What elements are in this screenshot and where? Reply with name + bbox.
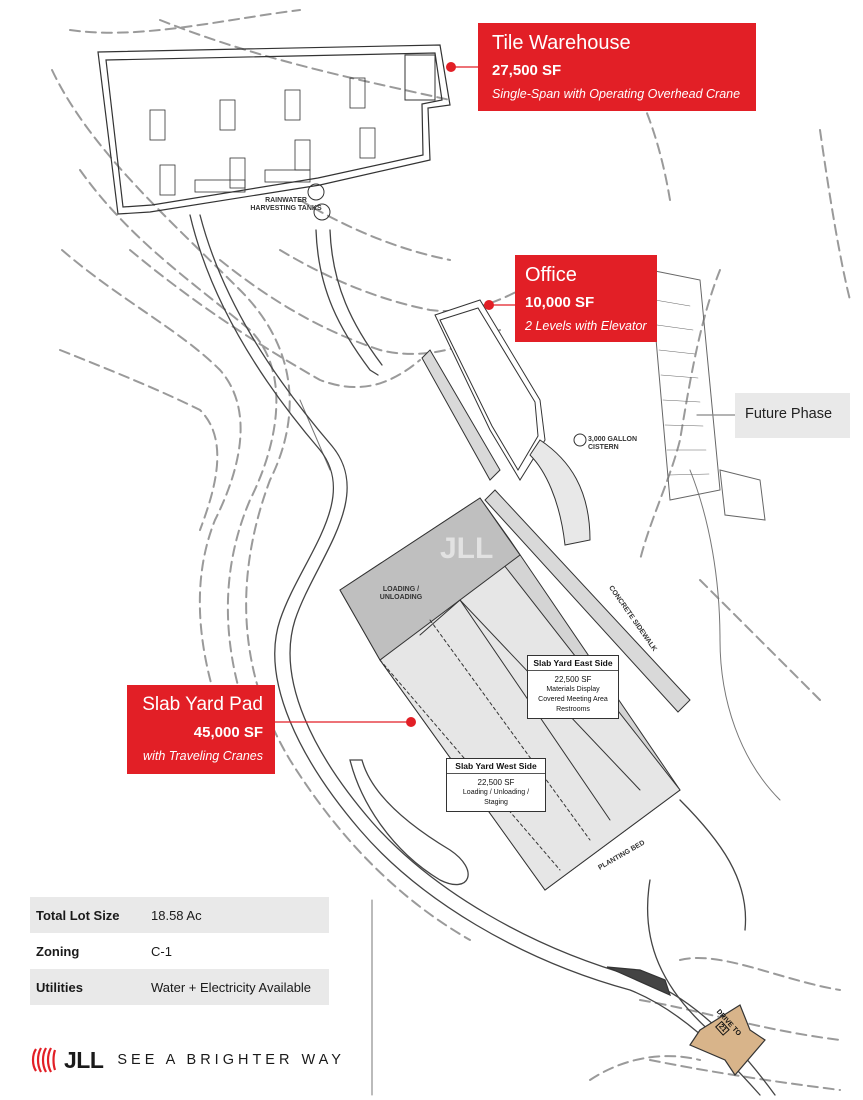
future-phase-parking [649, 269, 766, 521]
jll-watermark: JLL [440, 532, 494, 565]
east-sign-size: 22,500 SF [554, 675, 592, 684]
tile-warehouse-callout: Tile Warehouse 27,500 SF Single-Span wit… [478, 23, 756, 111]
east-sign-line-2: Covered Meeting Area [538, 696, 608, 703]
property-facts-table: Total Lot Size 18.58 Ac Zoning C-1 Utili… [30, 897, 329, 1005]
rainwater-tanks-label: RAINWATER HARVESTING TANKS [246, 197, 326, 213]
fact-value: 18.58 Ac [151, 907, 202, 923]
west-sign-title: Slab Yard West Side [447, 759, 545, 774]
fact-value: C-1 [151, 943, 172, 959]
rainwater-label-line-1: RAINWATER [265, 197, 307, 204]
east-sign-line-1: Materials Display [546, 686, 600, 693]
jll-flame-logo-icon [31, 1047, 57, 1073]
cistern-label: 3,000 GALLON CISTERN [588, 436, 648, 452]
slab-yard-west-sign: Slab Yard West Side 22,500 SF Loading / … [446, 758, 546, 812]
callout-dot-icon [406, 62, 494, 727]
fact-row-utilities: Utilities Water + Electricity Available [30, 969, 329, 1005]
tile-warehouse-title: Tile Warehouse [492, 32, 631, 54]
slab-yard-east-sign: Slab Yard East Side 22,500 SF Materials … [527, 655, 619, 719]
office-subtitle: 2 Levels with Elevator [525, 319, 647, 333]
slab-yard-pad-callout: Slab Yard Pad 45,000 SF with Traveling C… [127, 685, 275, 774]
brand-footer: JLL SEE A BRIGHTER WAY [30, 1043, 345, 1077]
slab-yard-pad-subtitle: with Traveling Cranes [143, 749, 263, 763]
slab-yard-pad-title: Slab Yard Pad [142, 694, 263, 715]
drive-direction-arrow-icon [606, 966, 766, 1076]
fact-label: Zoning [36, 943, 80, 959]
brand-logo-text: JLL [64, 1046, 104, 1073]
loading-label-line-2: UNLOADING [379, 594, 423, 601]
fact-value: Water + Electricity Available [151, 979, 312, 995]
east-sign-line-3: Restrooms [556, 706, 590, 713]
slab-yard-pad-size: 45,000 SF [193, 724, 263, 741]
cistern-label-line-1: 3,000 GALLON [588, 436, 638, 443]
tile-warehouse-building [97, 44, 451, 221]
fact-label: Utilities [36, 979, 83, 995]
cistern-label-line-2: CISTERN [588, 444, 619, 451]
office-callout: Office 10,000 SF 2 Levels with Elevator [515, 255, 657, 342]
future-phase-label: Future Phase [735, 393, 850, 438]
west-sign-line-1: Loading / Unloading / Staging [462, 789, 530, 806]
office-size: 10,000 SF [525, 294, 595, 311]
fact-label: Total Lot Size [36, 907, 120, 923]
tile-warehouse-size: 27,500 SF [492, 62, 562, 79]
east-sign-title: Slab Yard East Side [528, 656, 618, 671]
slab-yard-pad [339, 497, 681, 891]
fact-row-zoning: Zoning C-1 [30, 933, 329, 969]
tile-warehouse-subtitle: Single-Span with Operating Overhead Cran… [492, 87, 741, 101]
fact-row-lot-size: Total Lot Size 18.58 Ac [30, 897, 329, 933]
brand-tagline: SEE A BRIGHTER WAY [117, 1052, 345, 1068]
rainwater-label-line-2: HARVESTING TANKS [250, 205, 322, 212]
site-plan-drawing [51, 9, 851, 1096]
loading-label-line-1: LOADING / [382, 586, 420, 593]
office-building [421, 299, 691, 713]
west-sign-size: 22,500 SF [477, 778, 515, 787]
loading-label: LOADING / UNLOADING [372, 586, 430, 602]
office-title: Office [525, 264, 577, 286]
